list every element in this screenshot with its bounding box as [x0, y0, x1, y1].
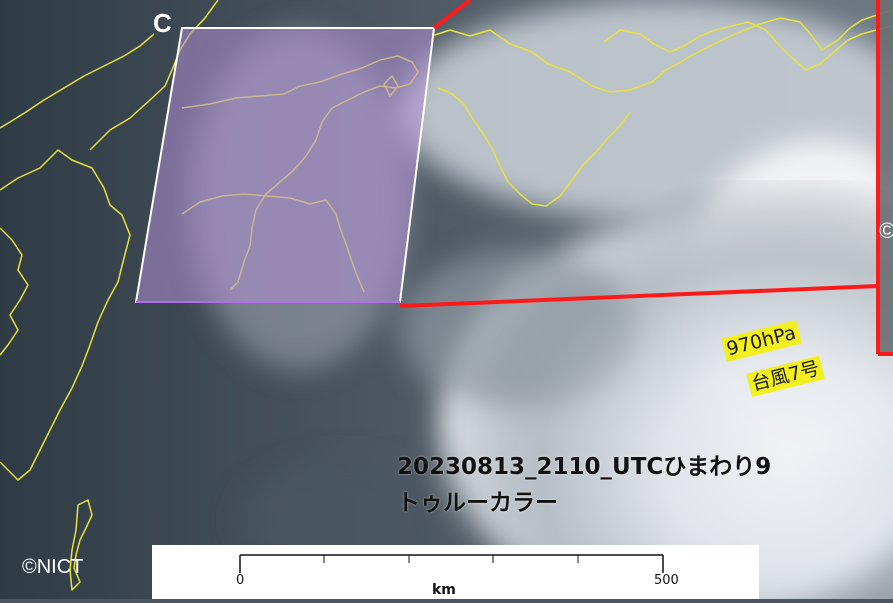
coastline-kyushu-north — [89, 0, 219, 151]
scale-tick-end: 500 — [654, 573, 679, 588]
image-caption: 20230813_2110_UTCひまわり9 トゥルーカラー — [397, 449, 771, 521]
coastline-kyushu — [0, 149, 131, 481]
highlight-label: C — [153, 8, 172, 38]
coastline-kii — [437, 87, 631, 207]
coastline-honshu-west — [0, 33, 155, 129]
coastline-honshu — [431, 9, 893, 93]
scale-bar: 0 500 km — [152, 545, 759, 599]
coastline-west-islands — [0, 227, 29, 356]
scale-unit: km — [432, 582, 456, 598]
caption-line-1: 20230813_2110_UTCひまわり9 — [397, 454, 772, 480]
coastline-east — [603, 21, 893, 71]
caption-line-2: トゥルーカラー — [397, 490, 558, 516]
inset-connector — [399, 0, 893, 356]
inset-frame-fragment — [880, 0, 893, 352]
highlight-region — [134, 27, 436, 303]
scale-tick-start: 0 — [236, 573, 245, 588]
scale-bar-graphic — [239, 554, 664, 573]
coastline-small-island — [69, 499, 93, 591]
inset-copyright: © — [879, 218, 893, 243]
copyright-label: ©NICT — [22, 556, 84, 578]
